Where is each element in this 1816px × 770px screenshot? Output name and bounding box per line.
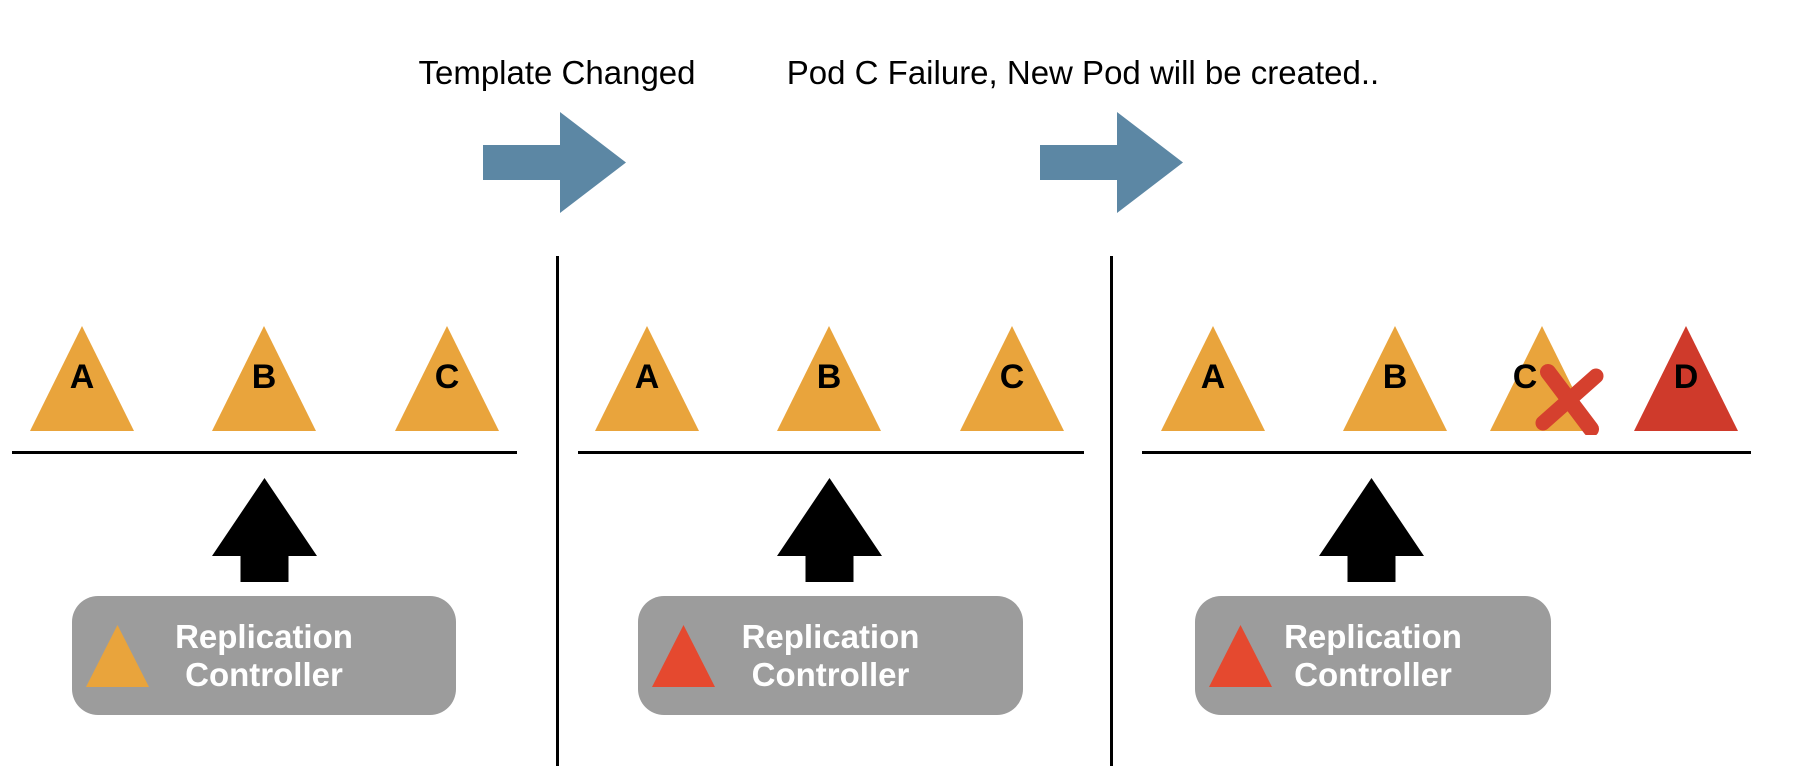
pod-label: B [1382, 358, 1408, 396]
transition-label-template-changed: Template Changed [418, 54, 696, 91]
up-arrow-icon [777, 478, 882, 582]
pod-triangle-icon [395, 326, 499, 431]
pod-c: C [960, 326, 1064, 431]
pod-d-new: D [1634, 326, 1738, 431]
pod-label: C [434, 358, 460, 396]
pod-triangle-icon [30, 326, 134, 431]
replication-controller-label: Replication Controller [175, 618, 353, 694]
right-arrow-icon [483, 112, 626, 213]
right-arrow-icon [1040, 112, 1183, 213]
pod-b: B [1343, 326, 1447, 431]
node-baseline [12, 451, 517, 454]
pod-a: A [595, 326, 699, 431]
up-arrow-icon [1319, 478, 1424, 582]
rc-label-line2: Controller [1294, 655, 1452, 693]
pod-triangle-icon [960, 326, 1064, 431]
rc-label-line2: Controller [185, 655, 343, 693]
pod-c: C [395, 326, 499, 431]
panel-divider [556, 256, 559, 766]
pod-label: A [1200, 358, 1226, 396]
replication-controller-label: Replication Controller [742, 618, 920, 694]
pod-b: B [212, 326, 316, 431]
up-arrow-icon [212, 478, 317, 582]
pod-triangle-icon [212, 326, 316, 431]
node-baseline [1142, 451, 1751, 454]
failure-x-icon [1535, 364, 1604, 435]
pod-label: A [634, 358, 660, 396]
template-triangle-icon [86, 625, 149, 687]
pod-label: C [999, 358, 1025, 396]
rc-label-line1: Replication [175, 617, 353, 655]
pod-triangle-icon [777, 326, 881, 431]
template-triangle-icon [652, 625, 715, 687]
pod-label: B [816, 358, 842, 396]
pod-triangle-icon [595, 326, 699, 431]
replication-controller-box: Replication Controller [72, 596, 456, 715]
pod-label: B [251, 358, 277, 396]
pod-label: D [1673, 358, 1699, 396]
rc-label-line2: Controller [751, 655, 910, 693]
replication-controller-label: Replication Controller [1284, 618, 1462, 694]
transition-label-pod-failure: Pod C Failure, New Pod will be created.. [786, 54, 1380, 91]
pod-label: A [69, 358, 95, 396]
replication-controller-box: Replication Controller [638, 596, 1023, 715]
pod-a: A [30, 326, 134, 431]
node-baseline [578, 451, 1084, 454]
pod-label: C [1512, 358, 1538, 396]
template-triangle-icon [1209, 625, 1272, 687]
pod-triangle-icon [1161, 326, 1265, 431]
pod-triangle-icon [1343, 326, 1447, 431]
rc-label-line1: Replication [741, 617, 920, 655]
pod-b: B [777, 326, 881, 431]
replication-controller-box: Replication Controller [1195, 596, 1551, 715]
panel-divider [1110, 256, 1113, 766]
pod-triangle-icon [1634, 326, 1738, 431]
pod-a: A [1161, 326, 1265, 431]
rc-label-line1: Replication [1284, 617, 1462, 655]
